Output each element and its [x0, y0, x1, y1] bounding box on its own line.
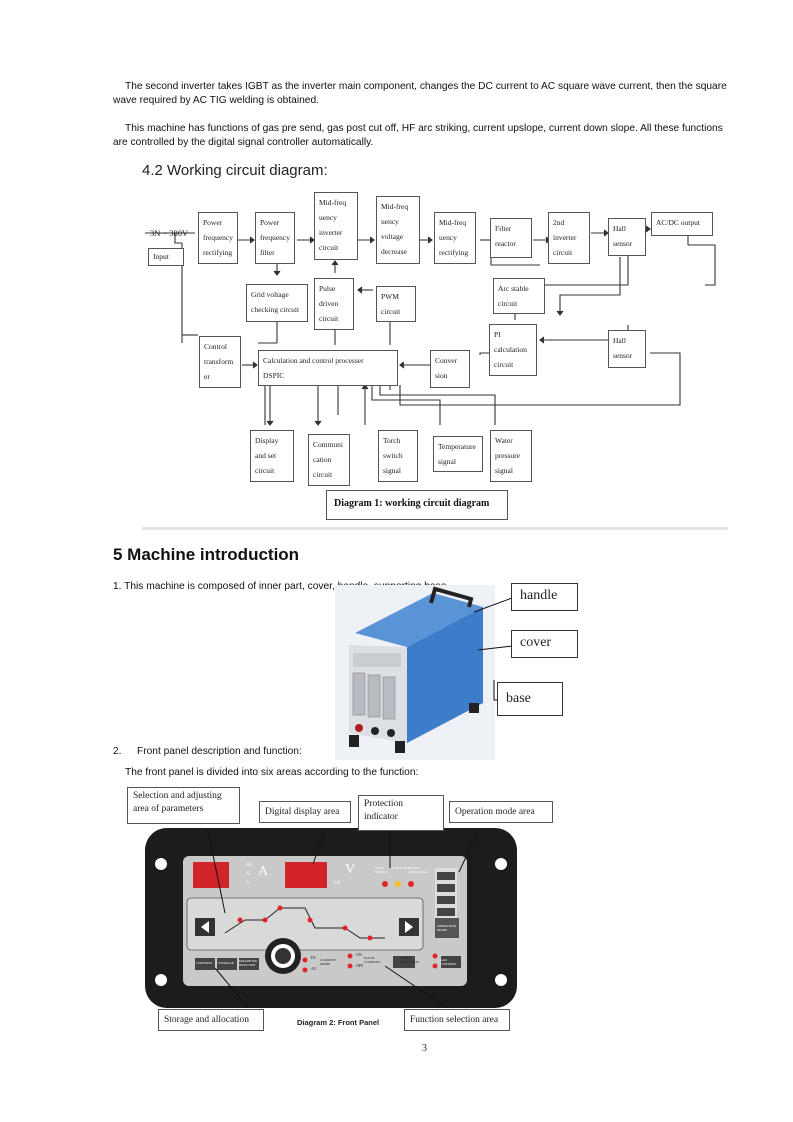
- machine-illustration: [335, 585, 495, 760]
- ac-label: AC: [311, 966, 317, 971]
- storage-allocation-callout: Storage and allocation: [158, 1009, 264, 1031]
- indicator-water-label: WATER ABNORMAL: [408, 866, 429, 874]
- cover-callout: cover: [511, 630, 578, 658]
- gas-control-label: GAS CONTROL: [440, 958, 457, 966]
- machine-composition-text: 1. This machine is composed of inner par…: [113, 581, 450, 592]
- intro-paragraph-2: This machine has functions of gas pre se…: [113, 123, 723, 148]
- off-label: OFF: [356, 963, 364, 968]
- unit-s-label: S: [246, 880, 250, 886]
- intro-paragraph-1: The second inverter takes IGBT as the in…: [113, 81, 727, 106]
- diagram-1-caption-box: [326, 490, 508, 520]
- front-panel-intro: The front panel is divided into six area…: [125, 767, 419, 778]
- unit-a-label: A: [258, 864, 269, 879]
- handle-callout: handle: [511, 583, 578, 611]
- unit-percent-label: %: [246, 871, 251, 877]
- operation-mode-callout: Operation mode area: [449, 801, 553, 823]
- diagram-2-caption: Diagram 2: Front Panel: [297, 1018, 380, 1027]
- dc-label: DC: [311, 955, 317, 960]
- section-5-heading: 5 Machine introduction: [113, 545, 300, 564]
- diagram-1-caption: Diagram 1: working circuit diagram: [334, 498, 490, 509]
- front-panel-illustration: [145, 828, 517, 1008]
- page-number: 3: [422, 1043, 427, 1054]
- unit-v-label: V: [345, 862, 356, 877]
- section-4-2-heading: 4.2 Working circuit diagram:: [142, 162, 328, 179]
- indicator-volt-error-label: VOLT ERROR: [375, 866, 387, 874]
- operation-mode-button-label: OPERATION MODE: [437, 924, 457, 932]
- item-2-heading: Front panel description and function:: [137, 746, 302, 757]
- unit-hz-label: Hz: [246, 862, 253, 868]
- current-mode-label: CURRENT MODE: [320, 958, 337, 966]
- input-block: Input: [148, 248, 184, 266]
- channel-button-label: CHANNEL: [196, 961, 213, 965]
- divider: [142, 527, 728, 530]
- storage-button-label: STORAGE: [218, 961, 235, 965]
- digital-display-callout: Digital display area: [259, 801, 351, 823]
- torch-selection-label: TORCH SELECTION: [400, 956, 420, 964]
- acdc-output-block: AC/DC output: [651, 212, 713, 236]
- base-callout: base: [497, 682, 563, 716]
- on-label: ON: [356, 952, 362, 957]
- function-selection-callout: Function selection area: [404, 1009, 510, 1031]
- unit-ch-label: Ch: [334, 880, 341, 886]
- parameter-selection-button-label: PARAMETER SELECTION: [239, 959, 257, 967]
- indicator-overload-label: OVR LOAD: [392, 866, 410, 870]
- input-voltage-label: 3N ~ 380V: [150, 228, 189, 238]
- item-2-number: 2.: [113, 746, 122, 757]
- pulse-current-label: PULSE CURRENT: [364, 956, 381, 964]
